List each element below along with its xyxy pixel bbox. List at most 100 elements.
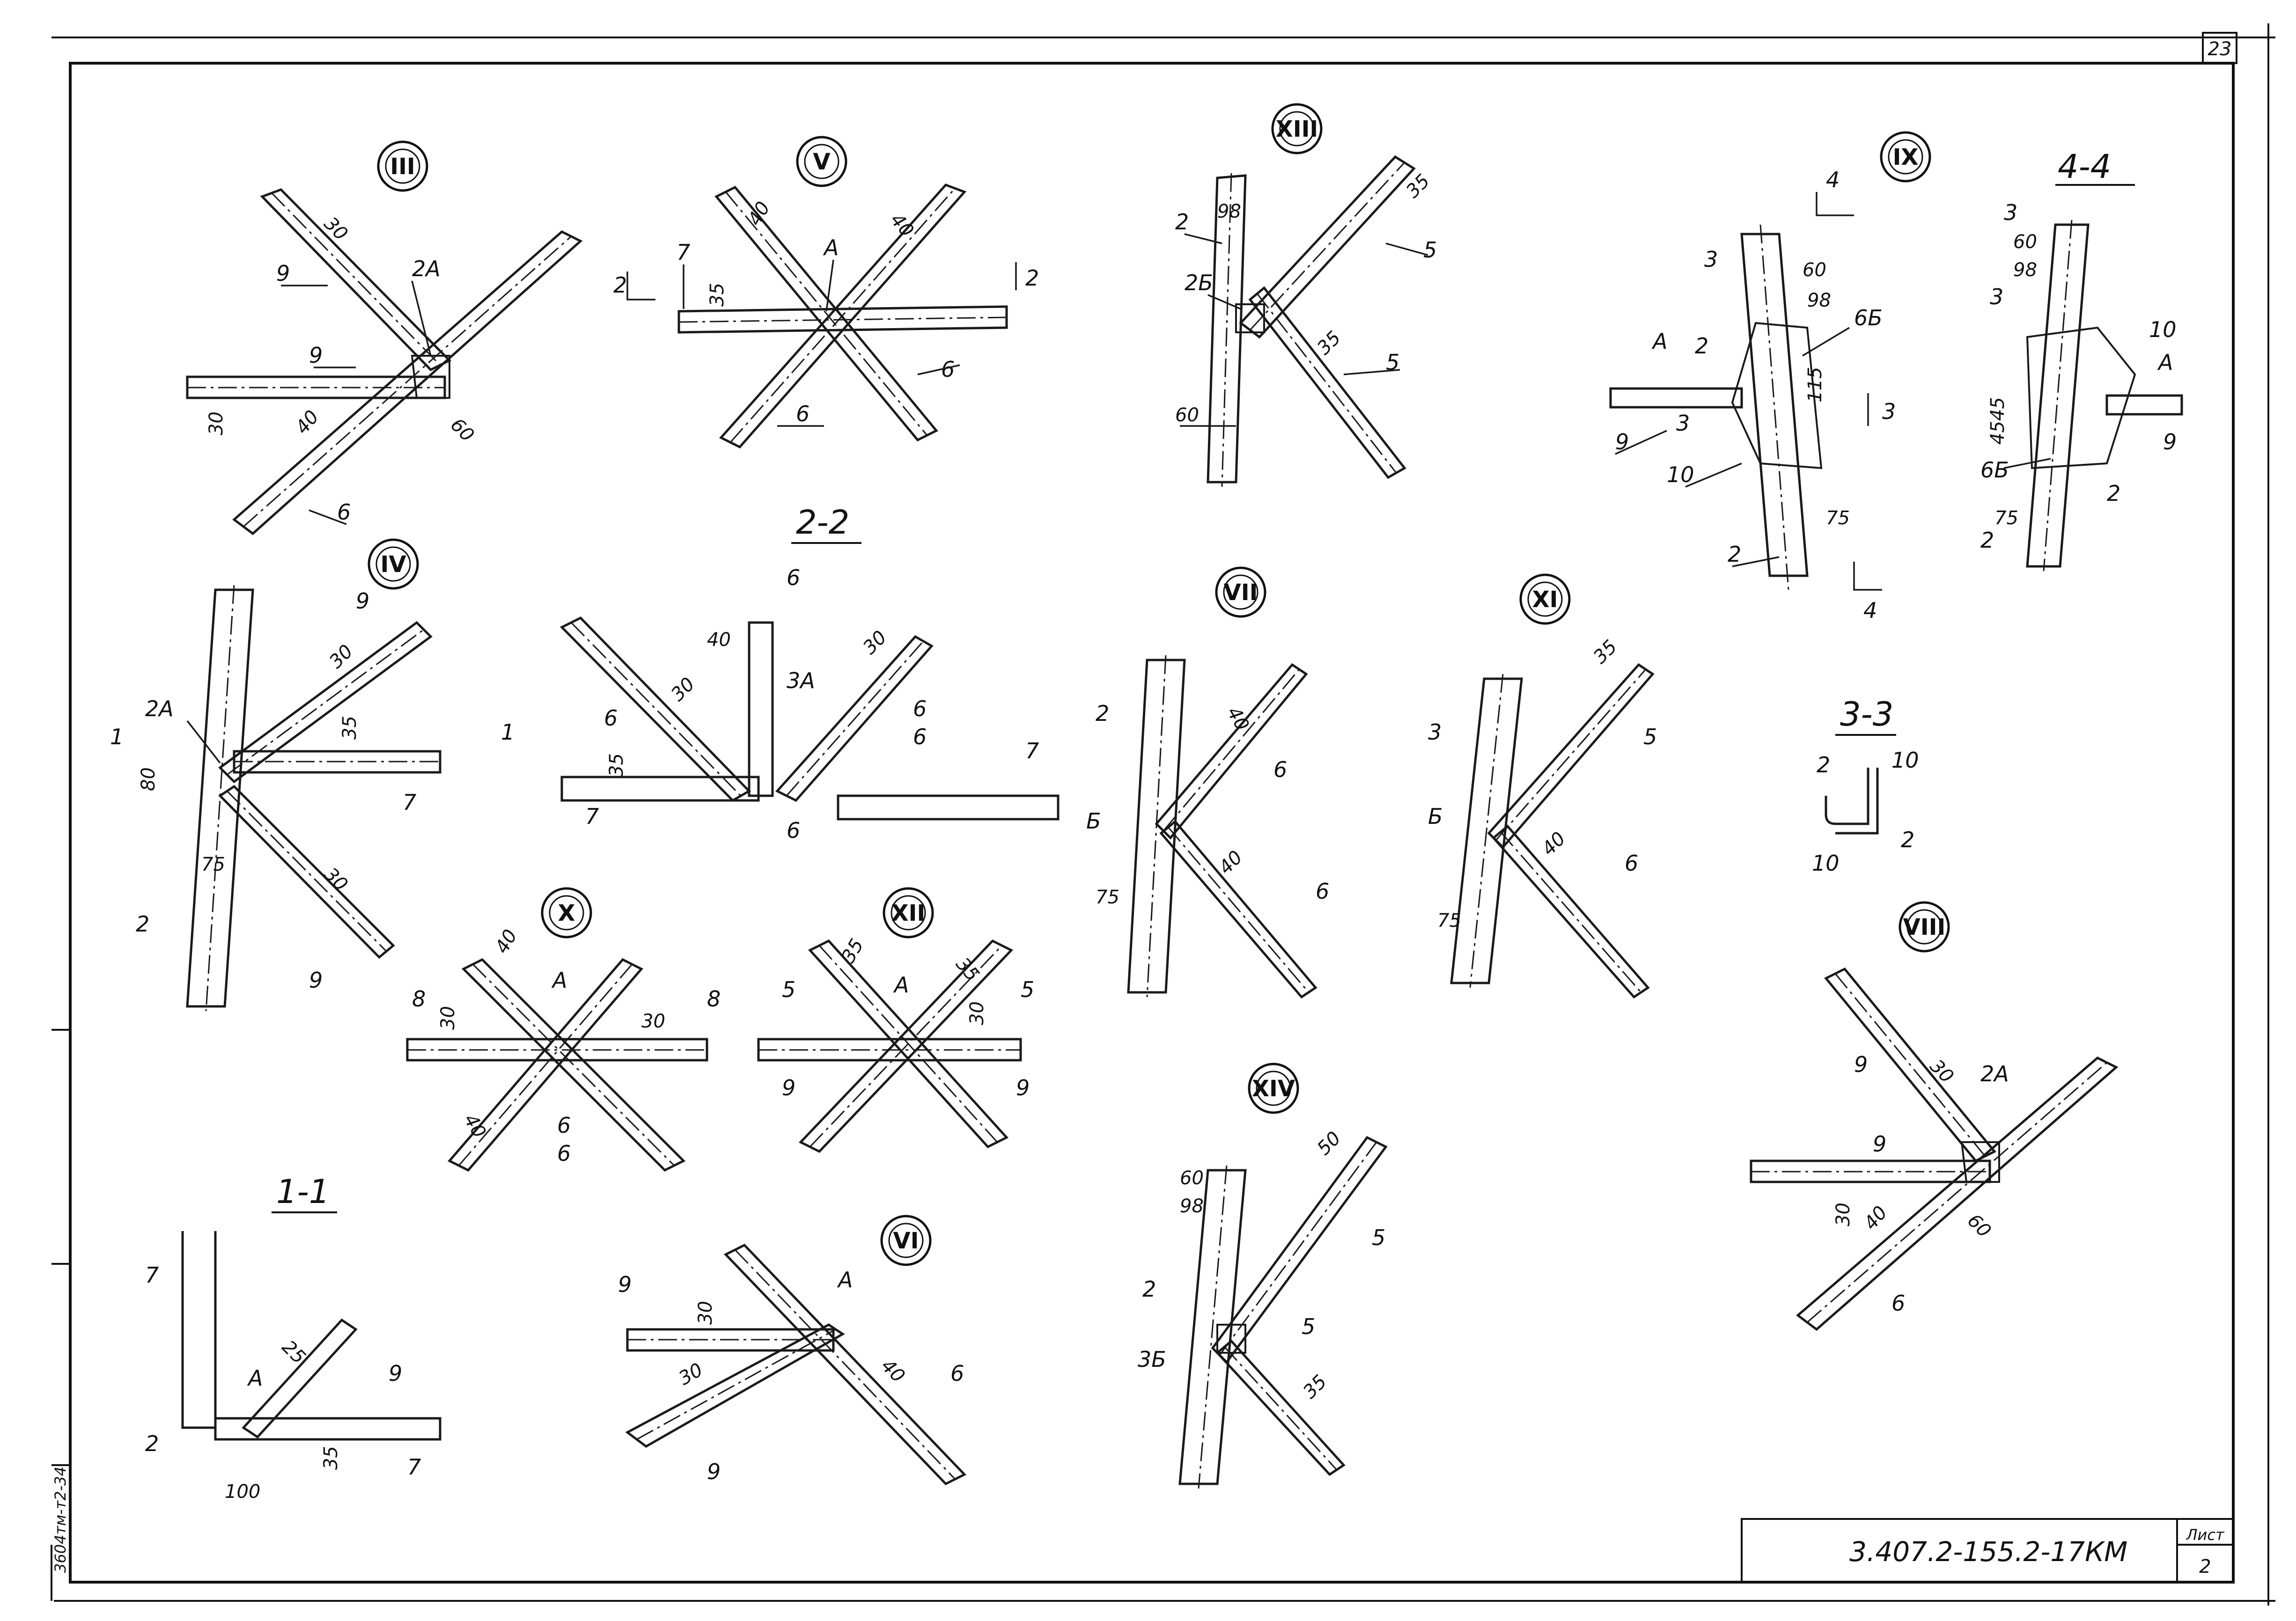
section-2-2-detail: 2-2 6 40 30 30 3А 6 6 6 35 7 7 6: [559, 503, 1060, 843]
dim-30-l: 30: [695, 1301, 716, 1325]
node-mark-VII-label: VII: [1224, 579, 1258, 606]
label-2-h: 2: [1817, 752, 1830, 777]
dim-40-d: 40: [707, 629, 731, 651]
dim-50: 50: [1313, 1128, 1346, 1160]
dim-30-a: 30: [320, 213, 352, 245]
label-5-d: 5: [782, 977, 795, 1002]
label-2-f: 2: [136, 911, 149, 937]
dim-98-a: 98: [1217, 201, 1241, 222]
label-2B: 2Б: [1185, 270, 1213, 295]
node-VII-detail: VII 2 40 6 Б 40 75 6: [1086, 566, 1329, 999]
label-A-c: А: [2157, 350, 2173, 375]
label-10-a: 10: [1667, 462, 1694, 487]
sheet-label: Лист: [2186, 1526, 2224, 1544]
dim-30-f: 30: [667, 674, 699, 706]
dim-40-h: 40: [491, 926, 522, 957]
label-6-n: 6: [1891, 1291, 1905, 1316]
label-2-c: 2: [1728, 542, 1741, 567]
label-6-d: 6: [787, 565, 800, 590]
dim-30-g: 30: [437, 1006, 459, 1030]
dim-30-i: 30: [966, 1001, 988, 1025]
cut-3-right: 3: [1882, 399, 1896, 424]
node-XI-detail: XI 35 3 5 Б 40 6 75: [1428, 573, 1657, 999]
label-7-c: 7: [1025, 738, 1039, 763]
label-6-j: 6: [1316, 879, 1329, 904]
label-10-d: 10: [1812, 851, 1840, 876]
dim-60-a: 60: [446, 414, 478, 447]
section-title-1-1: 1-1: [276, 1173, 330, 1211]
label-6-f: 6: [913, 696, 927, 721]
dim-30-m: 30: [675, 1359, 706, 1389]
label-7-e: 7: [145, 1262, 159, 1288]
label-2A-b: 2А: [145, 696, 174, 721]
label-5-e: 5: [1021, 977, 1034, 1002]
cut-2-left: 2: [613, 272, 627, 298]
dim-35-g: 35: [838, 935, 868, 967]
dim-100: 100: [225, 1481, 260, 1503]
label-3B: 3Б: [1138, 1347, 1166, 1372]
corner-number-box: [2202, 32, 2237, 64]
label-2A: 2А: [412, 256, 441, 281]
label-7-a: 7: [677, 240, 690, 265]
label-2-a: 2: [1175, 209, 1189, 235]
node-mark-VIII-label: VIII: [1903, 914, 1946, 940]
node-mark-XI-label: XI: [1532, 587, 1558, 613]
label-9-j: 9: [1873, 1131, 1886, 1157]
corner-number: 23: [2208, 38, 2232, 60]
label-2-b: 2: [1695, 333, 1708, 359]
label-6-m: 6: [557, 1141, 571, 1166]
cut-2-right: 2: [1025, 265, 1039, 291]
dim-60-c: 60: [1803, 259, 1826, 281]
label-9-l: 9: [618, 1272, 632, 1297]
dim-40-j: 40: [1860, 1202, 1891, 1234]
label-6-i: 6: [1273, 757, 1287, 782]
label-9-g: 9: [782, 1075, 795, 1100]
label-5-a: 5: [1423, 237, 1437, 263]
node-mark-XIV-label: XIV: [1252, 1076, 1295, 1102]
node-VI-detail: VI 9 30 А 40 6 30 9: [618, 1215, 967, 1486]
dim-30-b: 30: [206, 411, 227, 435]
dim-30-k: 30: [1832, 1203, 1854, 1226]
label-9-e: 9: [356, 588, 369, 614]
dim-35-a: 35: [706, 283, 728, 307]
label-9-h: 9: [1016, 1075, 1030, 1100]
node-mark-IV-label: IV: [380, 551, 406, 578]
node-III-detail: III 30 2А 9 9 30 40 60 6: [186, 140, 583, 535]
dim-75-d: 75: [1096, 887, 1119, 908]
side-stamp: 3604тм-т2-34: [52, 1467, 69, 1573]
label-9-i: 9: [1854, 1052, 1868, 1077]
label-9-b: 9: [309, 343, 323, 368]
cut-3-left: 3: [1676, 411, 1690, 436]
label-6-a: 6: [337, 499, 351, 525]
label-2-g: 2: [1096, 701, 1109, 726]
label-2-k: 2: [1142, 1276, 1156, 1302]
dim-75-a: 75: [1826, 507, 1850, 529]
node-mark-III-label: III: [390, 154, 415, 180]
node-X-detail: X 8 8 40 30 30 А 40 6 6: [406, 887, 721, 1172]
dim-60-b: 60: [1175, 404, 1199, 426]
label-6-c: 6: [796, 401, 809, 426]
label-3-b: 3: [2004, 200, 2017, 225]
label-3-a: 3: [1704, 247, 1718, 272]
dim-30-e: 30: [859, 627, 891, 659]
label-A-e: А: [893, 972, 909, 998]
dim-30-h: 30: [641, 1011, 665, 1032]
label-A-g: А: [837, 1267, 853, 1292]
node-XII-detail: XII 5 35 А 35 5 30 9 9: [757, 887, 1034, 1153]
dim-35-d: 35: [339, 716, 361, 740]
sheet-frame: 23: [51, 23, 2275, 1606]
dim-30-d: 30: [320, 864, 352, 896]
dim-35-h: 35: [951, 954, 983, 986]
section-title-2-2: 2-2: [796, 503, 849, 542]
node-IX-detail: IX 4 3 60 98 6Б А 2 115 3 3 9 10 75 2 4: [1609, 131, 1931, 623]
label-6-h: 6: [787, 818, 800, 843]
label-7-b: 7: [403, 790, 416, 815]
label-A-f: А: [247, 1365, 263, 1391]
section-title-3-3: 3-3: [1840, 695, 1893, 733]
dim-98-c: 98: [2013, 259, 2037, 281]
label-5-g: 5: [1302, 1314, 1315, 1339]
label-2-i: 2: [1901, 827, 1914, 852]
title-block: 3.407.2-155.2-17КМ Лист 2 3604тм-т2-34: [52, 1467, 2234, 1583]
label-9-a: 9: [276, 261, 290, 286]
